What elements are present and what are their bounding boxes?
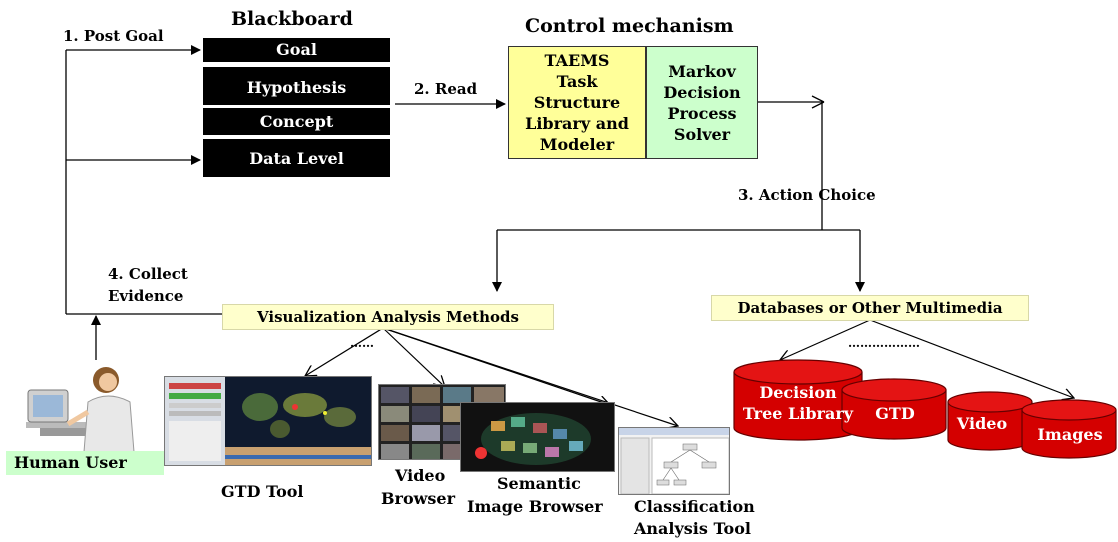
decision-tree-label: Decision Tree Library	[740, 382, 856, 424]
blackboard-row-concept: Concept	[203, 108, 390, 135]
classification-label-2: Analysis Tool	[634, 519, 751, 538]
blackboard-row-data-level: Data Level	[203, 139, 390, 177]
db-to-decision	[780, 319, 871, 360]
decision-tree-label-2: Tree Library	[742, 404, 854, 423]
taems-line: Library and	[525, 114, 629, 133]
taems-box: TAEMS Task Structure Library and Modeler	[508, 46, 646, 159]
images-cylinder	[1021, 399, 1117, 459]
images-db-label: Images	[1037, 425, 1103, 444]
human-user-label-bg	[6, 451, 164, 475]
visualization-methods-band: Visualization Analysis Methods	[222, 304, 554, 330]
taems-line: Modeler	[539, 135, 615, 154]
taems-line: Structure	[533, 93, 621, 112]
control-out-head	[811, 95, 825, 103]
gtd-cylinder	[841, 378, 947, 440]
blackboard-title: Blackboard	[231, 8, 353, 30]
blackboard-row-goal: Goal	[203, 38, 390, 62]
semantic-label-1: Semantic	[497, 474, 581, 493]
decision-tree-label-1: Decision	[759, 383, 837, 402]
markov-line: Decision	[663, 82, 741, 102]
db-to-images	[869, 319, 1074, 398]
read-label: 2. Read	[414, 80, 478, 98]
vis-to-class	[382, 327, 678, 426]
taems-line: Task	[556, 72, 598, 91]
classification-tool-screenshot	[618, 427, 730, 495]
markov-line: Solver	[673, 124, 731, 144]
decision-tree-cylinder	[733, 359, 863, 441]
gtd-tool-label: GTD Tool	[221, 482, 304, 501]
databases-band: Databases or Other Multimedia	[711, 295, 1029, 321]
evidence-label: Evidence	[108, 287, 184, 305]
blackboard-row-hypothesis: Hypothesis	[203, 67, 390, 105]
taems-line: TAEMS	[544, 51, 610, 70]
video-browser-label-1: Video	[395, 466, 446, 485]
db-ellipsis: ………………	[848, 336, 920, 350]
gtd-tool-screenshot	[164, 376, 372, 466]
markov-line: Markov	[668, 61, 736, 81]
control-mechanism-title: Control mechanism	[525, 15, 734, 37]
human-user-label: Human User	[14, 453, 127, 472]
vis-to-video	[382, 327, 445, 387]
vis-ellipsis: ……	[350, 336, 374, 350]
markov-box: Markov Decision Process Solver	[646, 46, 758, 159]
video-cylinder	[947, 391, 1033, 451]
video-db-label: Video	[956, 414, 1008, 433]
classification-label-1: Classification	[634, 497, 755, 516]
gtd-db-label: GTD	[875, 404, 915, 423]
semantic-image-browser-screenshot	[460, 402, 615, 472]
vis-to-gtd	[305, 327, 384, 376]
action-choice-label: 3. Action Choice	[738, 186, 876, 204]
control-out-line	[758, 101, 823, 230]
markov-line: Process	[667, 103, 737, 123]
person-at-computer-icon	[26, 367, 135, 453]
collect-label: 4. Collect	[108, 265, 188, 283]
video-browser-label-2: Browser	[381, 489, 456, 508]
post-goal-label: 1. Post Goal	[63, 27, 164, 45]
semantic-label-2: Image Browser	[467, 497, 603, 516]
